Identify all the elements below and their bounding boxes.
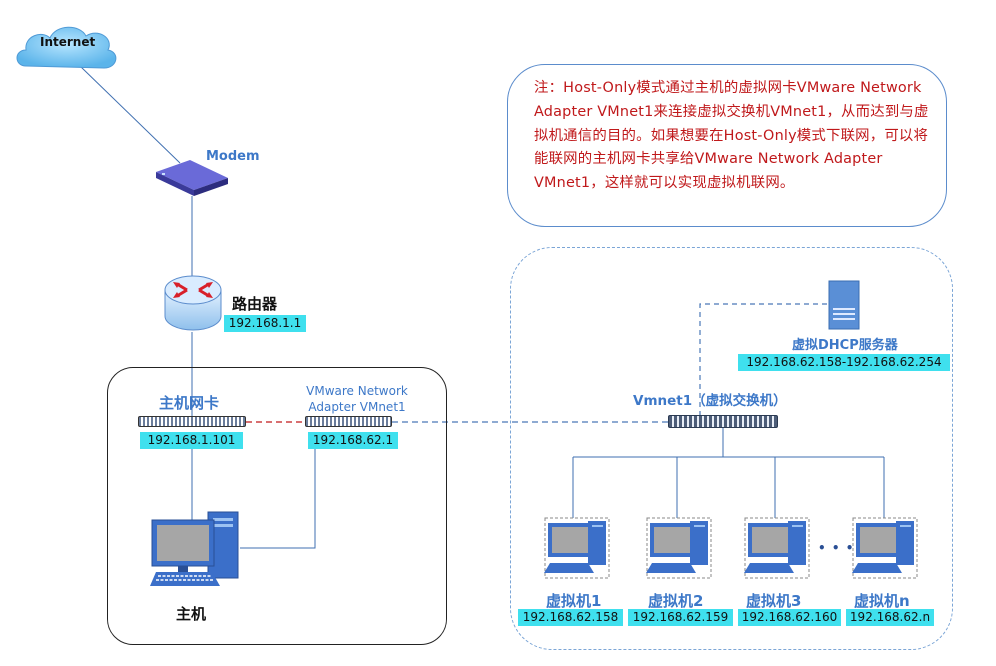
vm1-label: 虚拟机1 bbox=[546, 592, 602, 610]
virtual-network-box bbox=[510, 247, 953, 650]
vm2-computer-icon bbox=[646, 517, 712, 579]
vmnet-adapter-label-line1: VMware Network bbox=[306, 384, 408, 398]
router-label: 路由器 bbox=[232, 295, 278, 313]
cloud-icon bbox=[16, 26, 117, 69]
router-ip-badge: 192.168.1.1 bbox=[224, 315, 306, 332]
host-computer-label: 主机 bbox=[176, 605, 207, 623]
host-only-note: 注：Host-Only模式通过主机的虚拟网卡VMware Network Ada… bbox=[507, 64, 947, 227]
vmnet-adapter-ip-badge: 192.168.62.1 bbox=[308, 432, 398, 449]
host-computer-icon bbox=[150, 511, 239, 586]
host-adapter-link bbox=[240, 449, 316, 549]
vm2-ip-badge: 192.168.62.159 bbox=[628, 609, 733, 626]
vm1-computer-icon bbox=[544, 517, 610, 579]
switch-label: Vmnet1（虚拟交换机） bbox=[633, 393, 787, 409]
vm3-label: 虚拟机3 bbox=[746, 592, 802, 610]
internet-modem-link bbox=[79, 65, 181, 164]
switch-dhcp-link bbox=[699, 303, 828, 416]
host-nic-icon bbox=[138, 416, 246, 427]
vmn-label: 虚拟机n bbox=[854, 592, 910, 610]
host-nic-label: 主机网卡 bbox=[159, 394, 220, 412]
vmn-computer-icon bbox=[852, 517, 918, 579]
vm3-computer-icon bbox=[744, 517, 810, 579]
vmnet-adapter-label: VMware Network Adapter VMnet1 bbox=[300, 383, 414, 415]
vmnet1-switch-icon bbox=[668, 415, 778, 428]
host-nic-ip-badge: 192.168.1.101 bbox=[140, 432, 243, 449]
internet-label: Internet bbox=[40, 35, 96, 49]
more-vms-ellipsis: • • • bbox=[818, 541, 855, 555]
router-icon bbox=[164, 275, 222, 331]
vmnet-adapter-icon bbox=[305, 416, 392, 427]
vmn-ip-badge: 192.168.62.n bbox=[846, 609, 934, 626]
dhcp-server-icon bbox=[828, 280, 860, 330]
dhcp-label: 虚拟DHCP服务器 bbox=[792, 338, 898, 353]
vmnet-adapter-label-line2: Adapter VMnet1 bbox=[308, 400, 406, 414]
vm3-ip-badge: 192.168.62.160 bbox=[738, 609, 841, 626]
modem-label: Modem bbox=[206, 149, 260, 164]
host-machine-box bbox=[107, 367, 447, 645]
vm2-label: 虚拟机2 bbox=[648, 592, 704, 610]
vm1-ip-badge: 192.168.62.158 bbox=[518, 609, 623, 626]
modem-icon bbox=[156, 160, 228, 196]
dhcp-range-badge: 192.168.62.158-192.168.62.254 bbox=[738, 354, 950, 371]
